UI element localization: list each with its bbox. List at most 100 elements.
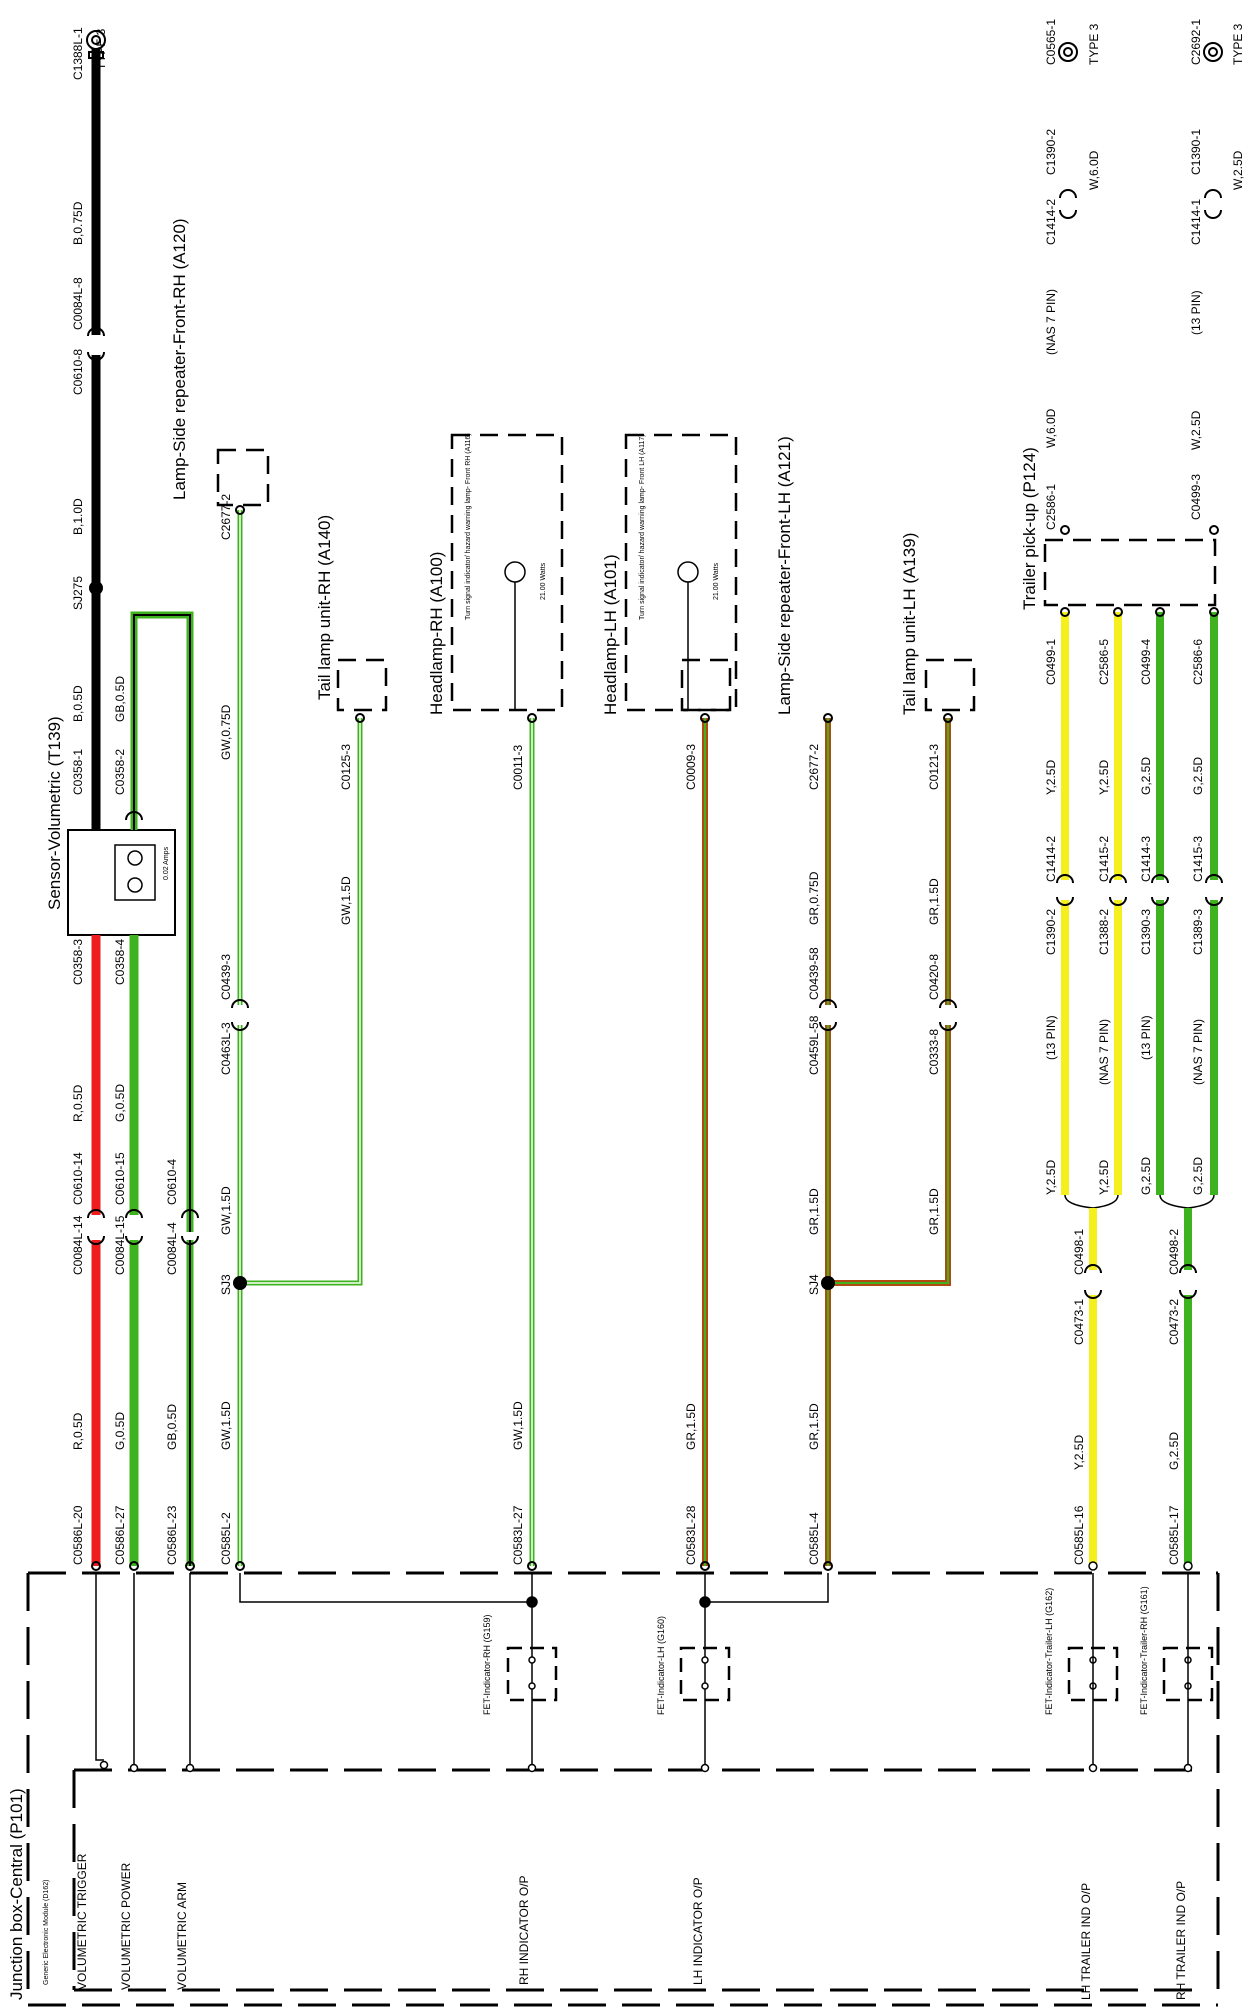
side-repeater-rh-label: Lamp-Side repeater-Front-RH (A120) bbox=[170, 218, 189, 500]
w-g05-b: G,0.5D bbox=[113, 1412, 127, 1450]
component-boxes bbox=[216, 433, 1217, 712]
c2586-1: C2586-1 bbox=[1044, 484, 1058, 530]
headlamp-lh-watts: 21.00 Watts bbox=[713, 562, 720, 600]
c0586l-27: C0586L-27 bbox=[113, 1505, 127, 1565]
headlamp-rh-label: Headlamp-RH (A100) bbox=[427, 552, 446, 715]
c0585l-4: C0585L-4 bbox=[807, 1512, 821, 1565]
sensor-volumetric-box bbox=[67, 829, 176, 936]
c1389-3: C1389-3 bbox=[1191, 909, 1205, 955]
c0121-3: C0121-3 bbox=[927, 744, 941, 790]
c0586l-20: C0586L-20 bbox=[71, 1505, 85, 1565]
w-r05-b: R,0.5D bbox=[71, 1412, 85, 1450]
c1388-2: C1388-2 bbox=[1097, 909, 1111, 955]
c0358-1: C0358-1 bbox=[71, 749, 85, 795]
sj4-splice bbox=[821, 1276, 835, 1290]
fet-trailer-lh-label: FET-Indicator-Trailer-LH (G162) bbox=[1044, 1588, 1054, 1715]
c0473-1: C0473-1 bbox=[1072, 1299, 1086, 1345]
pin13-top: (13 PIN) bbox=[1189, 290, 1203, 335]
tail-lh-label: Tail lamp unit-LH (A139) bbox=[900, 533, 919, 715]
w-gr15-e: GR,1.5D bbox=[927, 1188, 941, 1235]
w-gw15-b: GW,1.5D bbox=[219, 1186, 233, 1235]
w-y25-d: Y,2.5D bbox=[1097, 1160, 1111, 1195]
sj3-splice bbox=[233, 1276, 247, 1290]
nas7pin-top: (NAS 7 PIN) bbox=[1044, 289, 1058, 355]
c0009-3: C0009-3 bbox=[684, 744, 698, 790]
c1415-3: C1415-3 bbox=[1191, 836, 1205, 882]
c0498-2: C0498-2 bbox=[1167, 1229, 1181, 1275]
c0439-3: C0439-3 bbox=[219, 954, 233, 1000]
pin-lh-indicator: LH INDICATOR O/P bbox=[691, 1877, 705, 1985]
w-g25-b: G,2.5D bbox=[1139, 1157, 1153, 1195]
pin-volumetric-trigger: VOLUMETRIC TRIGGER bbox=[75, 1853, 89, 1990]
module-title: Generic Electronic Module (D162) bbox=[43, 1880, 50, 1985]
c0583l-27: C0583L-27 bbox=[511, 1505, 525, 1565]
c2586-5: C2586-5 bbox=[1097, 639, 1111, 685]
type3-a: TYPE 3 bbox=[94, 28, 108, 70]
c0439-58: C0439-58 bbox=[807, 947, 821, 1000]
c0459l-58: C0459L-58 bbox=[807, 1015, 821, 1075]
c1390-2: C1390-2 bbox=[1044, 909, 1058, 955]
headlamp-rh-inner: Turn signal indicator/ hazard warning la… bbox=[465, 433, 472, 620]
labels: Junction box-Central (P101)Generic Elect… bbox=[7, 19, 1245, 2000]
trailer-top-connectors bbox=[1058, 42, 1223, 535]
fet-lh-label: FET-Indicator-LH (G160) bbox=[656, 1616, 666, 1715]
sj3: SJ3 bbox=[219, 1274, 233, 1295]
c0084l-8: C0084L-8 bbox=[71, 277, 85, 330]
c0610-14: C0610-14 bbox=[71, 1152, 85, 1205]
side-repeater-lh-label: Lamp-Side repeater-Front-LH (A121) bbox=[775, 436, 794, 715]
nas7pin-b: (NAS 7 PIN) bbox=[1191, 1019, 1205, 1085]
c0084l-4: C0084L-4 bbox=[165, 1222, 179, 1275]
c0125-3: C0125-3 bbox=[339, 744, 353, 790]
headlamp-lh-inner: Turn signal indicator/ hazard warning la… bbox=[639, 434, 646, 620]
c2586-6: C2586-6 bbox=[1191, 639, 1205, 685]
c2692-1: C2692-1 bbox=[1189, 19, 1203, 65]
c0585l-2: C0585L-2 bbox=[219, 1512, 233, 1565]
pin-lh-trailer: LH TRAILER IND O/P bbox=[1079, 1883, 1093, 2000]
sensor-label: Sensor-Volumetric (T139) bbox=[45, 716, 64, 910]
w-gr15-a: GR,1.5D bbox=[684, 1403, 698, 1450]
c0473-2: C0473-2 bbox=[1167, 1299, 1181, 1345]
w-w25-a: W,2.5D bbox=[1231, 150, 1245, 190]
c1390-3: C1390-3 bbox=[1139, 909, 1153, 955]
w-b05: B,0.5D bbox=[71, 685, 85, 722]
headlamp-rh-watts: 21.00 Watts bbox=[540, 562, 547, 600]
w-g05-a: G,0.5D bbox=[113, 1084, 127, 1122]
wire-gw-side-repeater-rh bbox=[233, 510, 535, 1566]
junction-box-outline bbox=[26, 1571, 1220, 2007]
connector-c0610-8 bbox=[87, 327, 105, 361]
sensor-fuse: 0.02 Amps bbox=[163, 846, 170, 880]
c0358-2: C0358-2 bbox=[113, 749, 127, 795]
connectors-gw bbox=[231, 505, 537, 1571]
w-y25-e: Y,2.5D bbox=[1072, 1435, 1086, 1470]
w-gw15-c: GW,1.5D bbox=[339, 876, 353, 925]
headlamp-bulbs bbox=[504, 561, 699, 710]
c0084l-15: C0084L-15 bbox=[113, 1215, 127, 1275]
w-y25-b: Y,2.5D bbox=[1044, 1160, 1058, 1195]
c1388l-1: C1388L-1 bbox=[71, 27, 85, 80]
w-gr15-b: GR,1.5D bbox=[807, 1188, 821, 1235]
pin-rh-indicator: RH INDICATOR O/P bbox=[517, 1875, 531, 1985]
indicator-bus-lines bbox=[239, 1573, 829, 1773]
w-w60-a: W,6.0D bbox=[1087, 150, 1101, 190]
w-gw15-d: GW,1.5D bbox=[511, 1401, 525, 1450]
w-g25-c: G,2.5D bbox=[1191, 757, 1205, 795]
trailer-connectors bbox=[1056, 607, 1223, 1299]
fet-rh-label: FET-Indicator-RH (G159) bbox=[482, 1614, 492, 1715]
headlamp-lh-label: Headlamp-LH (A101) bbox=[601, 554, 620, 715]
c0610-15: C0610-15 bbox=[113, 1152, 127, 1205]
c0610-4: C0610-4 bbox=[165, 1159, 179, 1205]
w-gw15-a: GW,1.5D bbox=[219, 1401, 233, 1450]
w-gr075: GR,0.75D bbox=[807, 871, 821, 925]
w-g25-a: G,2.5D bbox=[1139, 757, 1153, 795]
module-outline bbox=[72, 1768, 1200, 1992]
type3-b: TYPE 3 bbox=[1087, 23, 1101, 65]
c0585l-16: C0585L-16 bbox=[1072, 1505, 1086, 1565]
connector-c1388l-1 bbox=[86, 30, 106, 59]
wire-trailer bbox=[1061, 612, 1218, 1566]
c0333-8: C0333-8 bbox=[927, 1029, 941, 1075]
c0358-4: C0358-4 bbox=[113, 939, 127, 985]
w-gr15-c: GR,1.5D bbox=[807, 1403, 821, 1450]
sj275-splice bbox=[89, 581, 103, 595]
fet-trailer-rh-label: FET-Indicator-Trailer-RH (G161) bbox=[1139, 1586, 1149, 1715]
c1415-2: C1415-2 bbox=[1097, 836, 1111, 882]
